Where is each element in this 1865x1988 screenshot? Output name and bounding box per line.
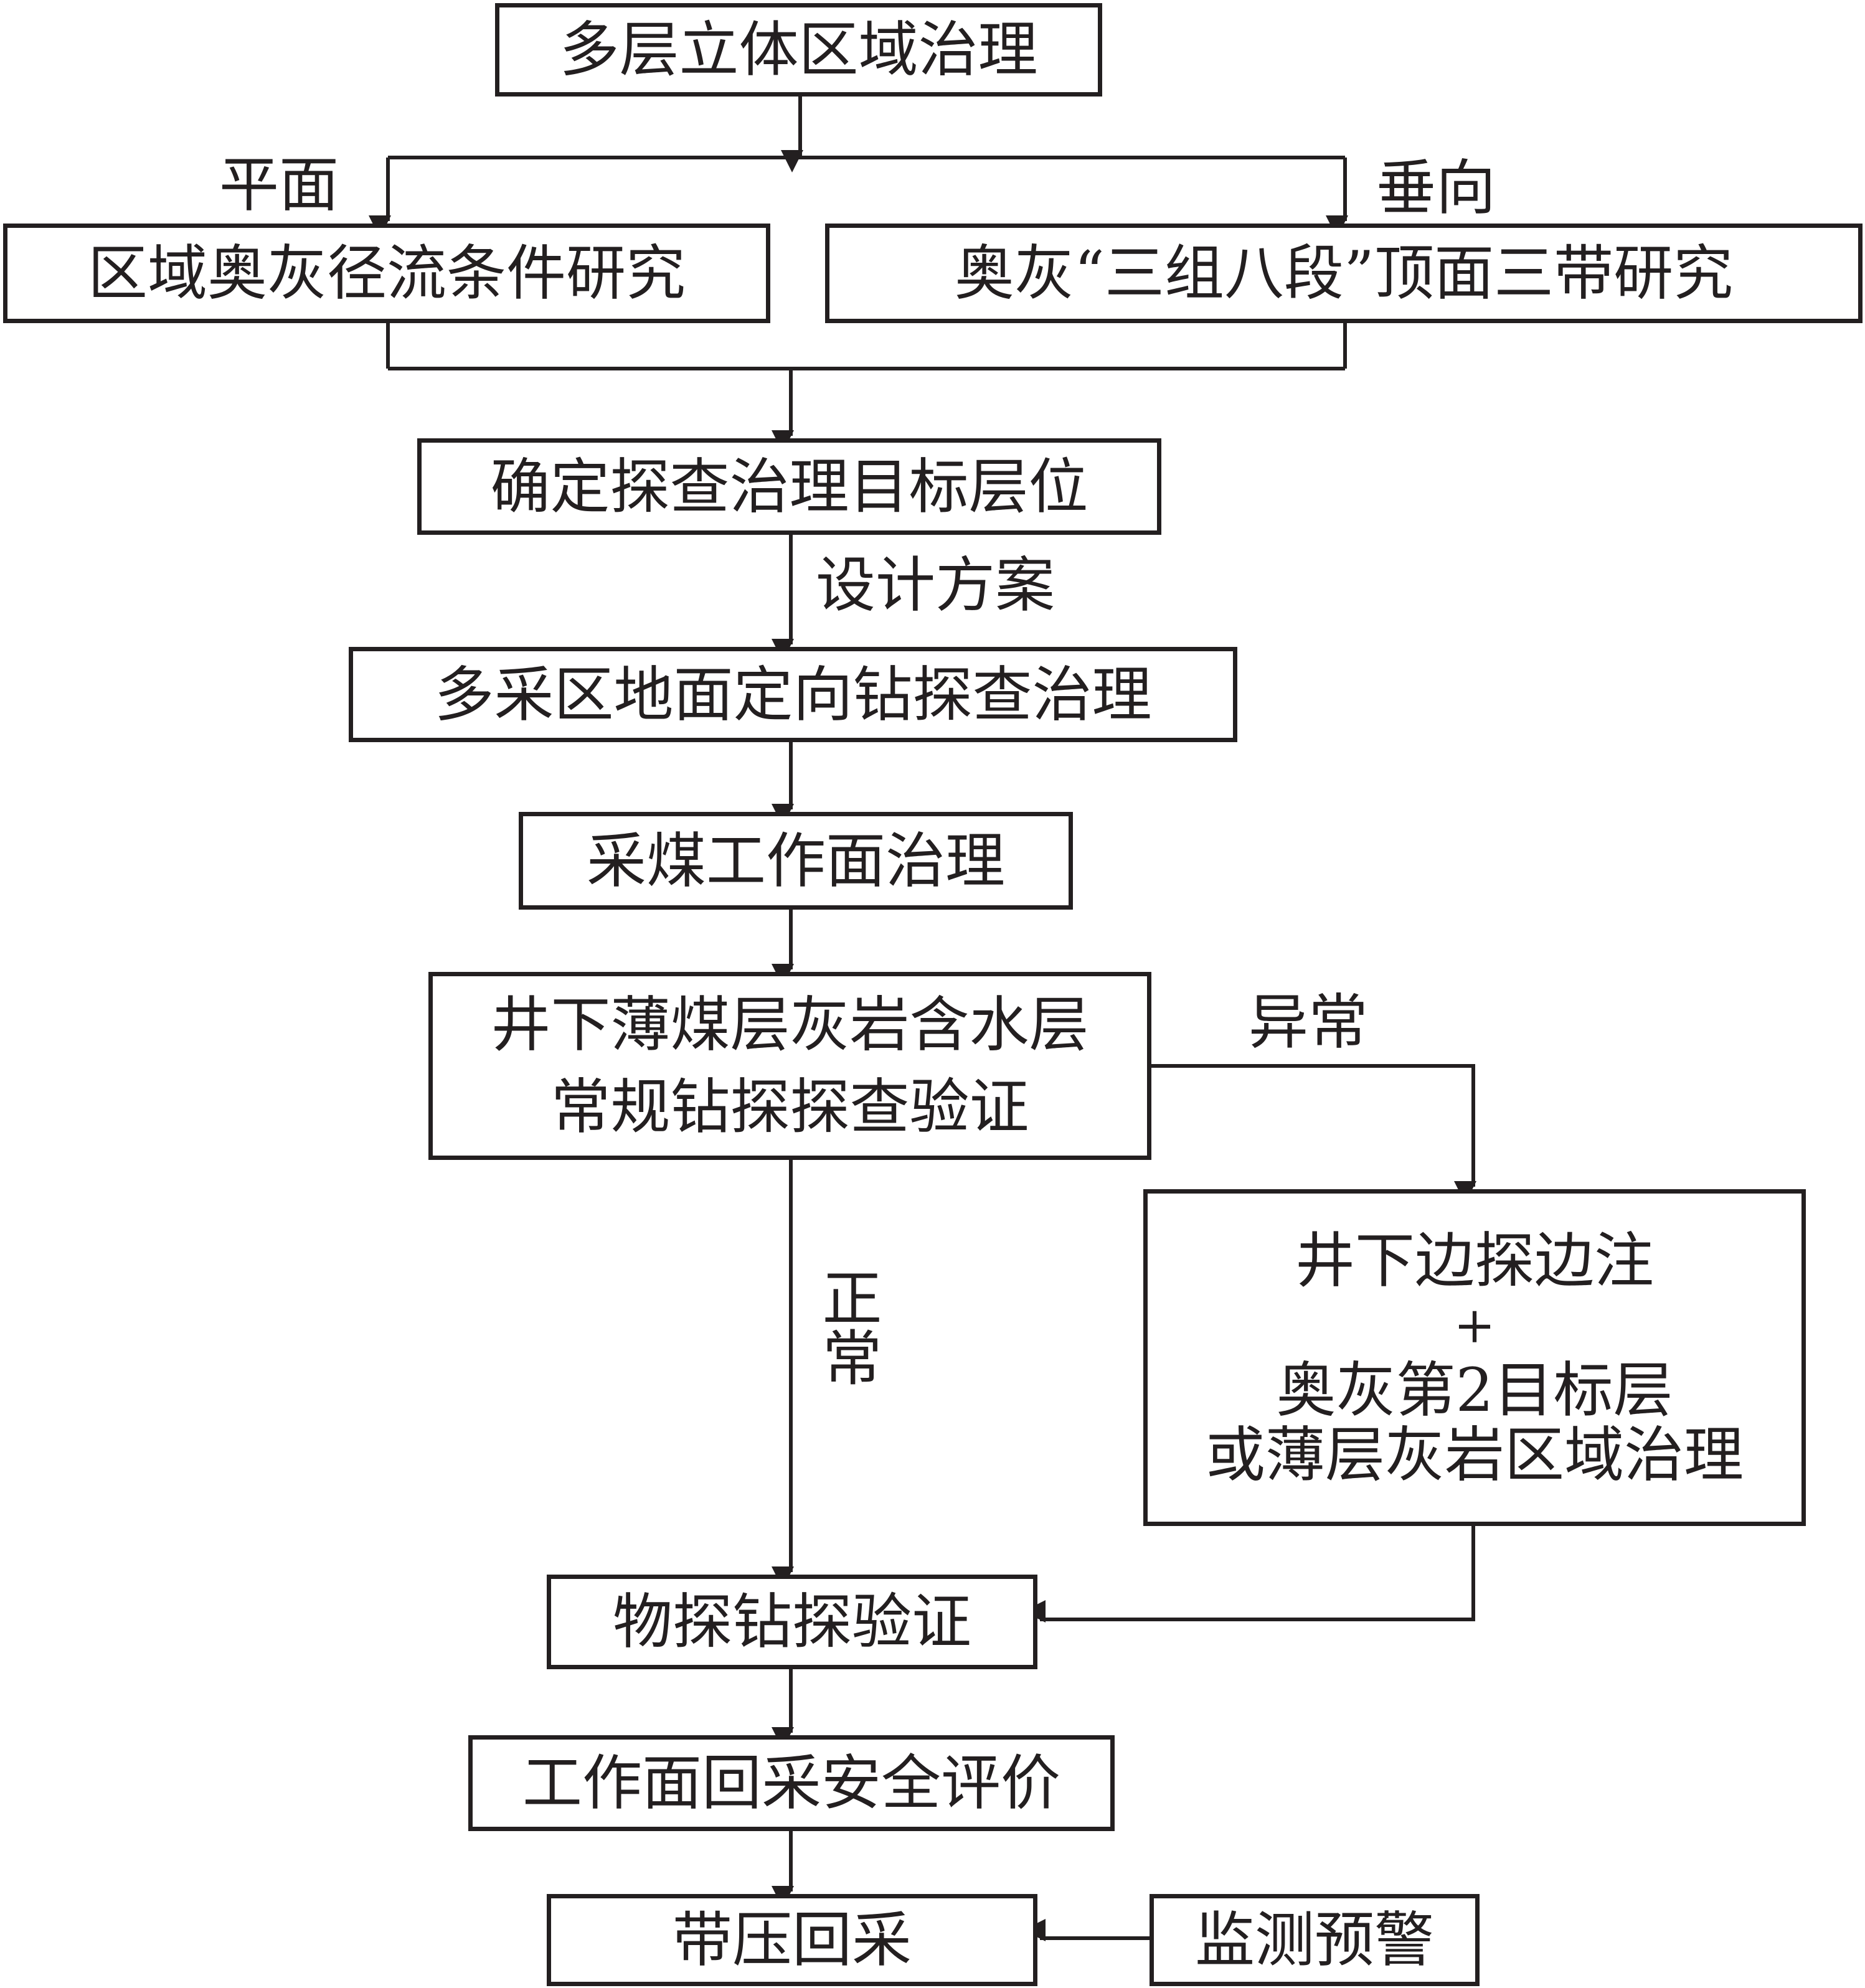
node-text-line-3: 奥灰第2目标层 <box>1276 1355 1673 1425</box>
node-text: 多层立体区域治理 <box>559 15 1038 85</box>
node-working-face-governance: 采煤工作面治理 <box>519 812 1073 910</box>
node-geophysical-verification: 物探钻探验证 <box>547 1575 1037 1669</box>
node-surface-directional-drilling: 多采区地面定向钻探查治理 <box>349 647 1237 742</box>
node-safety-evaluation: 工作面回采安全评价 <box>468 1735 1115 1831</box>
node-text: 奥灰“三组八段”顶面三带研究 <box>954 238 1734 308</box>
node-runoff-study: 区域奥灰径流条件研究 <box>3 224 770 323</box>
node-text: 多采区地面定向钻探查治理 <box>434 659 1152 730</box>
node-text-line-1: 井下边探边注 <box>1295 1225 1654 1296</box>
node-target-horizon: 确定探查治理目标层位 <box>417 438 1161 535</box>
label-design: 设计方案 <box>816 550 1055 620</box>
node-monitoring-warning: 监测预警 <box>1150 1894 1480 1986</box>
node-underground-verification: 井下薄煤层灰岩含水层 常规钻探探查验证 <box>428 972 1151 1160</box>
node-text: 区域奥灰径流条件研究 <box>88 238 686 308</box>
edge-n6-n7 <box>1149 1064 1476 1204</box>
node-pressure-mining: 带压回采 <box>547 1894 1037 1986</box>
edge-n7-n8 <box>1023 1524 1475 1623</box>
node-text: 带压回采 <box>673 1905 912 1975</box>
node-text: 物探钻探验证 <box>613 1587 971 1657</box>
node-explore-grout: 井下边探边注 + 奥灰第2目标层 或薄层灰岩区域治理 <box>1143 1189 1806 1526</box>
label-vertical: 垂向 <box>1376 153 1496 223</box>
node-text: 监测预警 <box>1195 1905 1434 1975</box>
label-normal: 正常 <box>812 1267 882 1387</box>
node-text: 工作面回采安全评价 <box>522 1748 1060 1818</box>
node-text: 确定探查治理目标层位 <box>490 451 1088 522</box>
node-three-zones-study: 奥灰“三组八段”顶面三带研究 <box>825 224 1863 323</box>
label-plane: 平面 <box>219 150 339 220</box>
node-multilayer-governance: 多层立体区域治理 <box>495 3 1102 97</box>
plus-sign: + <box>1453 1296 1496 1354</box>
node-text-line-2: 常规钻探探查验证 <box>550 1072 1029 1142</box>
node-text-line-1: 井下薄煤层灰岩含水层 <box>491 990 1089 1060</box>
label-abnormal: 异常 <box>1249 987 1368 1057</box>
node-text-line-4: 或薄层灰岩区域治理 <box>1206 1420 1744 1490</box>
node-text: 采煤工作面治理 <box>587 826 1005 896</box>
